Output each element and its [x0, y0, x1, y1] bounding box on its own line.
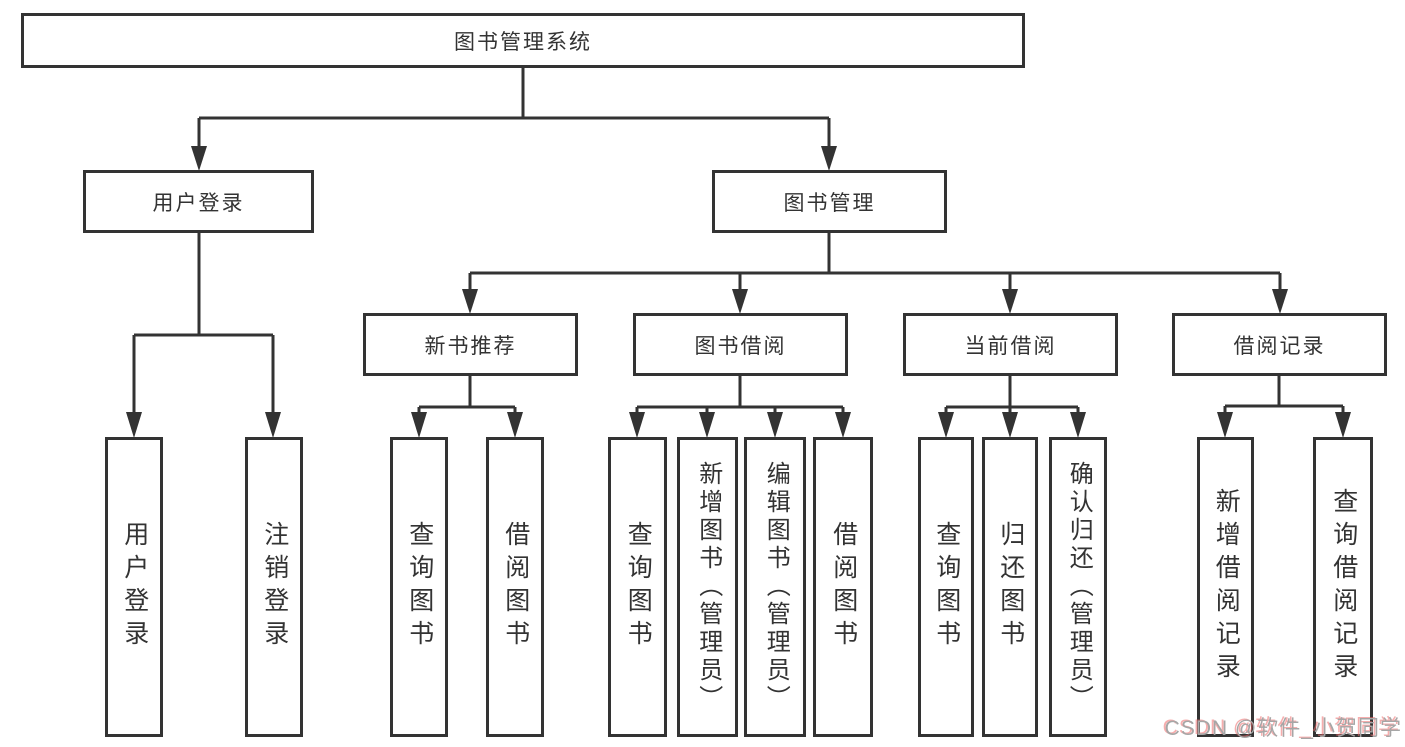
connector-book-borrowing-children: [629, 376, 851, 438]
node-label: 新书推荐: [424, 334, 517, 358]
node-label: 查询图书: [405, 521, 434, 653]
node-borrow-books-leaf: 借阅图书: [813, 437, 873, 737]
arrowhead-query-books-2: [629, 412, 645, 438]
node-label: 当前借阅: [964, 334, 1057, 358]
arrowhead-query-borrow-record: [1335, 412, 1351, 438]
node-label: 查询图书: [624, 521, 653, 653]
node-label: 用户登录: [152, 191, 245, 215]
arrowhead-user-login-leaf: [126, 412, 142, 438]
node-query-borrow-record: 查询借阅记录: [1313, 437, 1373, 737]
arrowhead-add-borrow-record: [1217, 412, 1233, 438]
node-add-borrow-record: 新增借阅记录: [1197, 437, 1254, 737]
csdn-watermark: CSDN @软件_小贺同学: [1164, 717, 1402, 740]
node-confirm-return-admin: 确认归还（管理员）: [1049, 437, 1107, 737]
arrowhead-logout-leaf: [265, 412, 281, 438]
node-return-book: 归还图书: [982, 437, 1038, 737]
node-query-books-current: 查询图书: [918, 437, 974, 737]
connector-borrowing-records-children: [1217, 376, 1351, 438]
node-label: 借阅图书: [501, 521, 530, 653]
node-add-book-admin: 新增图书（管理员）: [677, 437, 738, 737]
connector-new-book-recommendation-children: [411, 376, 523, 438]
arrowhead-return-book: [1002, 412, 1018, 438]
node-query-books-borrowing: 查询图书: [608, 437, 667, 737]
node-book-management-system: 图书管理系统: [21, 13, 1025, 68]
arrowhead-query-books-1: [411, 412, 427, 438]
node-label: 新增图书（管理员）: [694, 461, 722, 713]
connector-root-to-level2: [191, 68, 837, 171]
arrowhead-book-borrowing: [732, 289, 748, 314]
connector-current-borrowing-children: [938, 376, 1086, 438]
node-label: 用户登录: [120, 521, 149, 653]
node-label: 归还图书: [996, 521, 1025, 653]
node-query-books-recommendation: 查询图书: [390, 437, 448, 737]
node-book-management: 图书管理: [712, 170, 947, 233]
connector-user-login-children: [126, 233, 281, 438]
node-label: 查询图书: [932, 521, 961, 653]
node-label: 图书借阅: [694, 334, 787, 358]
node-user-login: 用户登录: [83, 170, 314, 233]
arrowhead-current-borrowing: [1002, 289, 1018, 314]
node-borrowing-records: 借阅记录: [1172, 313, 1387, 376]
arrowhead-confirm-return: [1070, 412, 1086, 438]
node-new-book-recommendation: 新书推荐: [363, 313, 578, 376]
node-label: 借阅记录: [1233, 334, 1326, 358]
arrowhead-borrow-books-1: [507, 412, 523, 438]
node-current-borrowing: 当前借阅: [903, 313, 1118, 376]
arrowhead-add-book: [699, 412, 715, 438]
node-logout-leaf: 注销登录: [245, 437, 303, 737]
node-label: 确认归还（管理员）: [1065, 461, 1093, 713]
node-edit-book-admin: 编辑图书（管理员）: [744, 437, 806, 737]
node-label: 编辑图书（管理员）: [762, 461, 790, 713]
arrowhead-user-login: [191, 146, 207, 171]
arrowhead-new-book-recommendation: [462, 289, 478, 314]
node-label: 查询借阅记录: [1329, 488, 1358, 686]
arrowhead-borrow-books-2: [835, 412, 851, 438]
node-label: 借阅图书: [829, 521, 858, 653]
arrowhead-book-management: [821, 146, 837, 171]
node-user-login-leaf: 用户登录: [105, 437, 163, 737]
arrowhead-edit-book: [767, 412, 783, 438]
node-book-borrowing: 图书借阅: [633, 313, 848, 376]
node-label: 新增借阅记录: [1212, 488, 1241, 686]
node-borrow-books-recommendation: 借阅图书: [486, 437, 544, 737]
arrowhead-query-books-3: [938, 412, 954, 438]
connector-book-management-children: [462, 233, 1288, 314]
node-label: 图书管理: [783, 191, 876, 215]
arrowhead-borrowing-records: [1272, 289, 1288, 314]
node-label: 图书管理系统: [454, 30, 592, 54]
node-label: 注销登录: [260, 521, 289, 653]
